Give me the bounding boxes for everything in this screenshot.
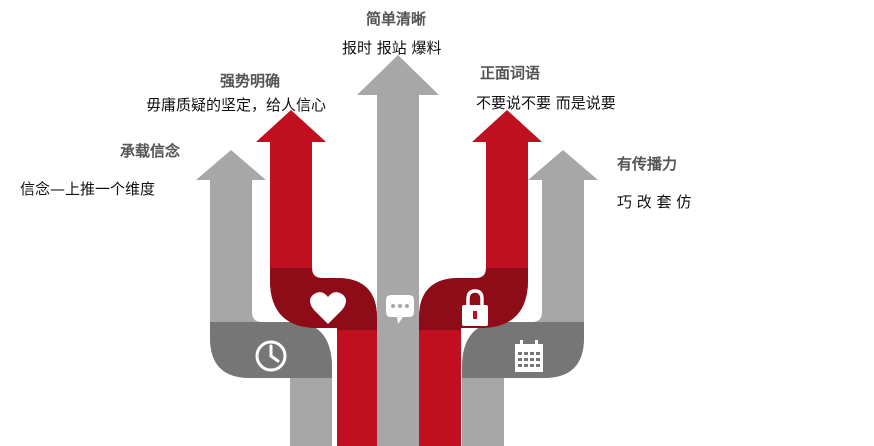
- arrow-red-right: [419, 110, 542, 446]
- item-5-desc: 巧 改 套 仿: [617, 193, 692, 211]
- lock-icon: [462, 289, 488, 326]
- item-4-title: 正面词语: [480, 64, 541, 82]
- calendar-icon: [515, 340, 543, 372]
- clock-icon: [255, 340, 287, 372]
- item-2-title: 强势明确: [220, 72, 281, 90]
- item-4-desc: 不要说不要 而是说要: [476, 94, 616, 112]
- item-2-desc: 毋庸质疑的坚定，给人信心: [146, 96, 327, 114]
- item-1-title: 承载信念: [120, 142, 181, 160]
- speech-bubble-icon: [386, 295, 414, 324]
- item-3-desc: 报时 报站 爆料: [342, 39, 442, 57]
- heart-icon: [310, 292, 346, 324]
- item-3-title: 简单清晰: [366, 10, 427, 28]
- arrow-gray-center: [357, 55, 439, 446]
- item-1-desc: 信念—上推一个维度: [20, 180, 156, 198]
- item-5-title: 有传播力: [617, 155, 678, 173]
